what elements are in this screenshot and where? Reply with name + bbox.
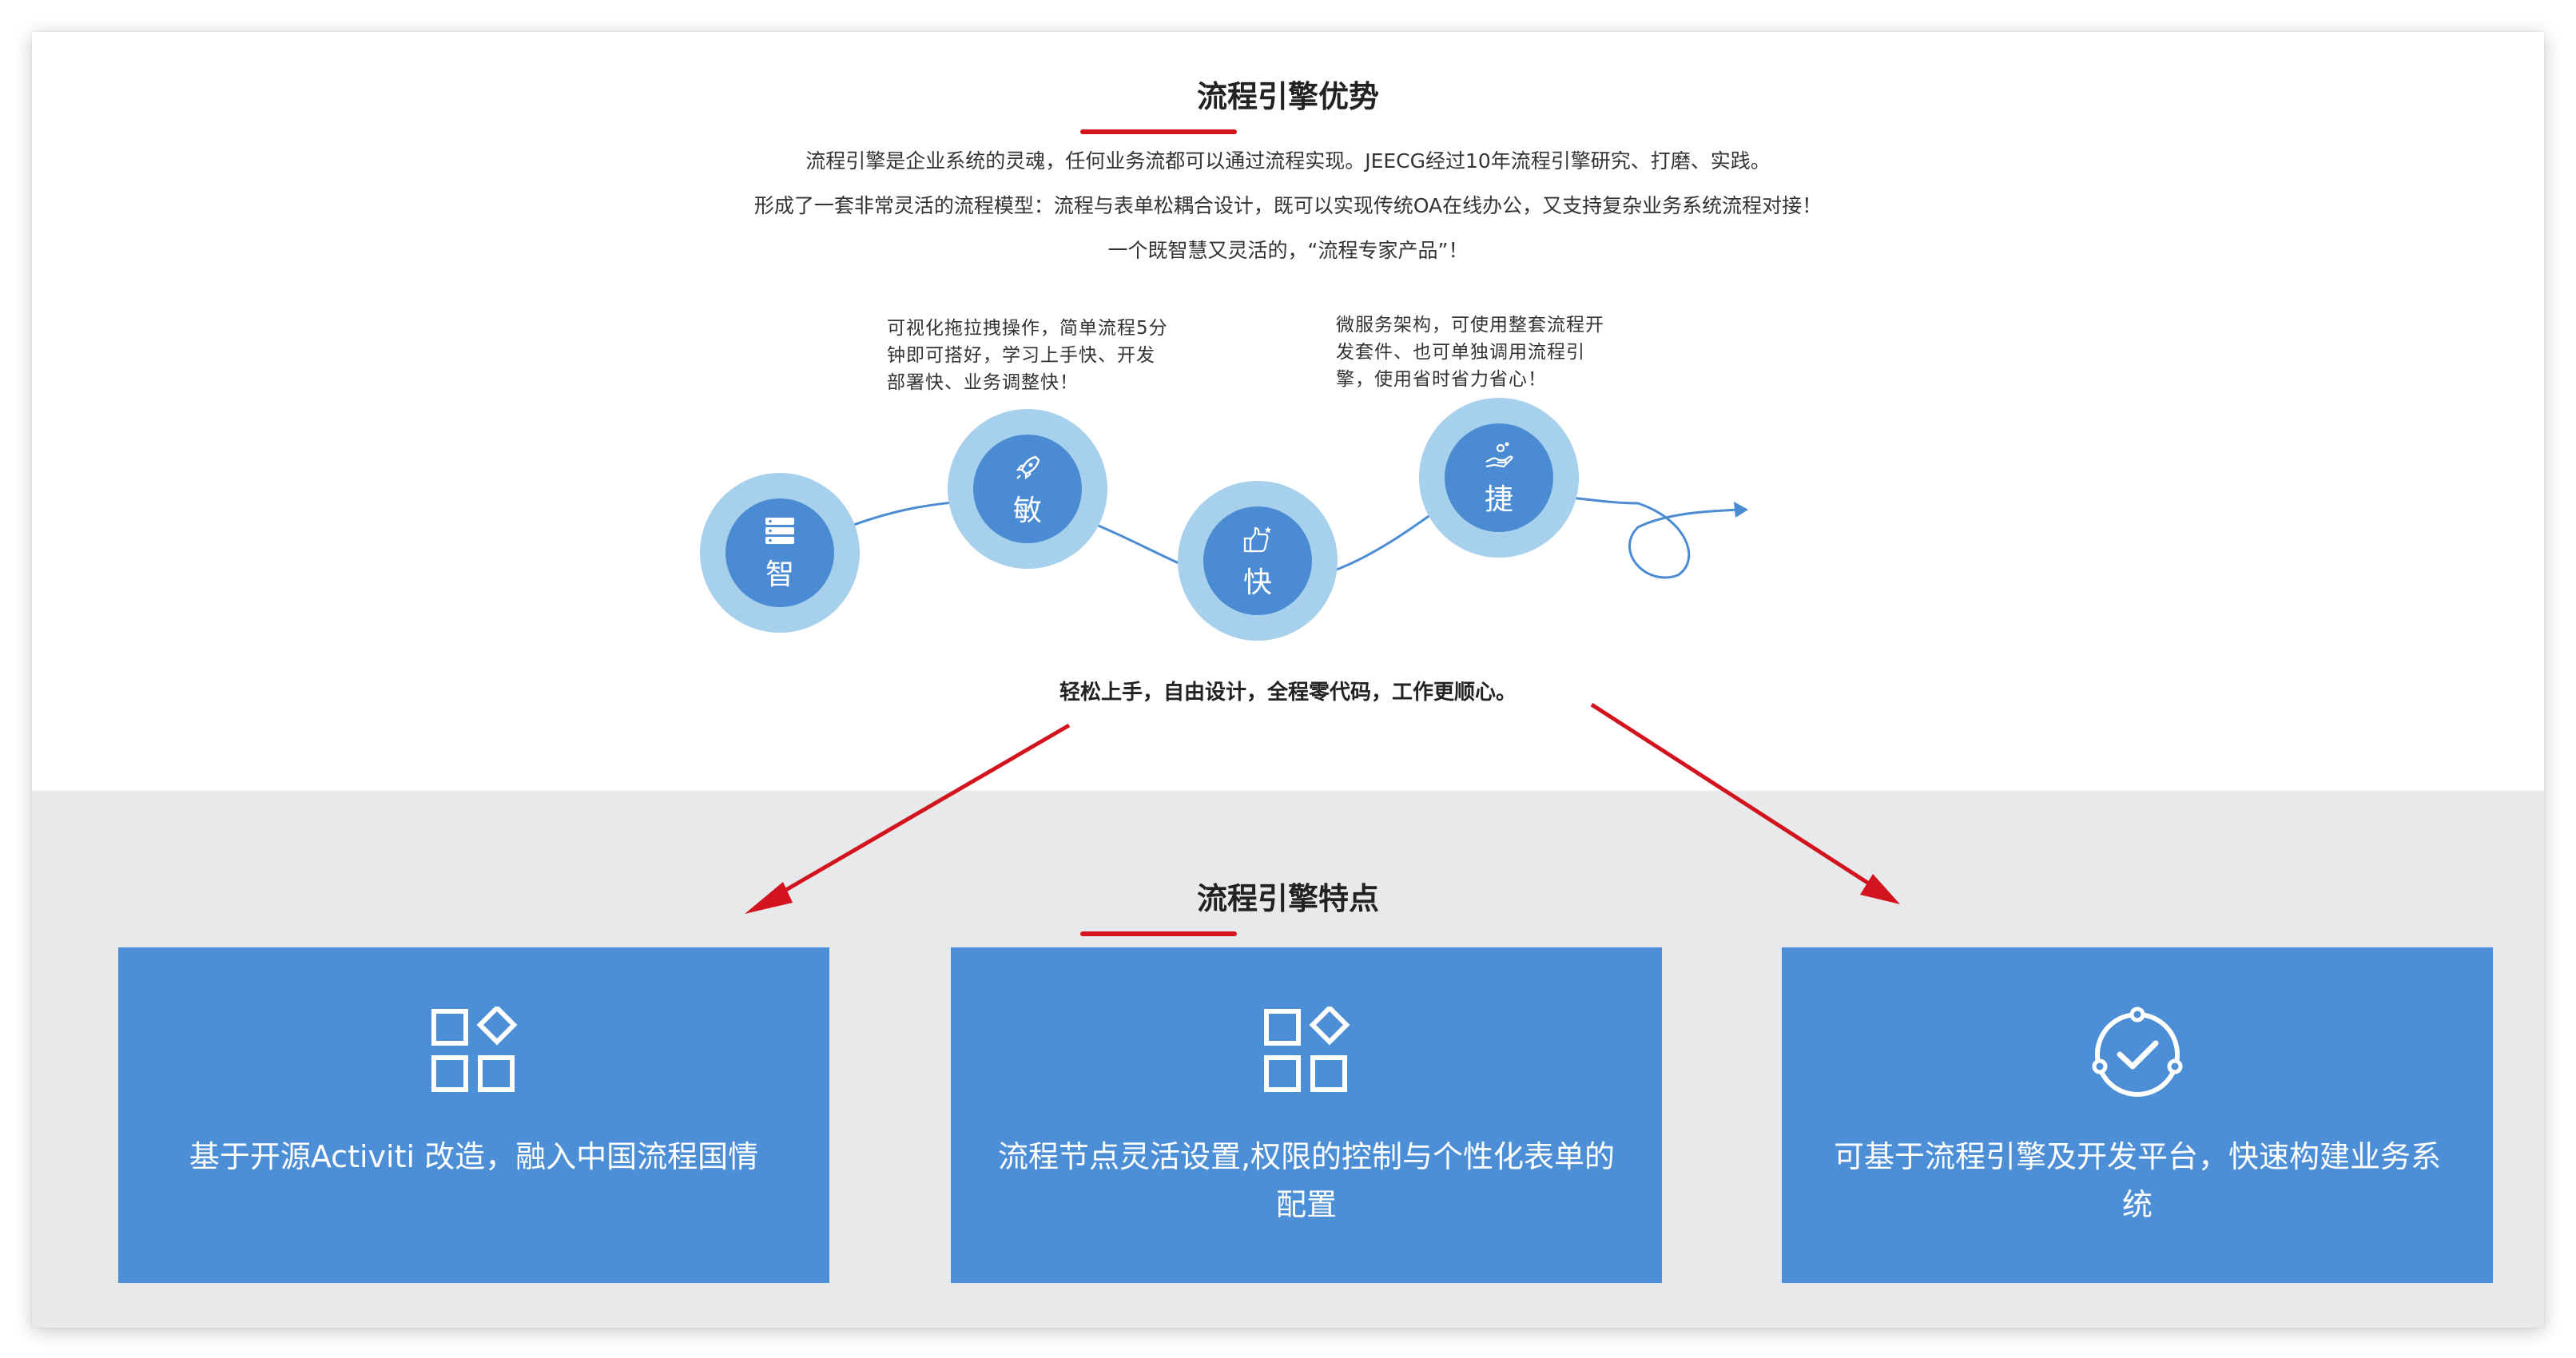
feature-text: 流程节点灵活设置,权限的控制与个性化表单的配置 [997, 1139, 1616, 1222]
title-underline [1080, 931, 1237, 936]
node-label: 智 [765, 558, 794, 591]
node-label: 快 [1242, 566, 1272, 599]
node-label: 捷 [1484, 483, 1513, 516]
feature-card-1: 基于开源Activiti 改造，融入中国流程国情 [118, 947, 829, 1283]
advantages-section: 流程引擎优势 流程引擎是企业系统的灵魂，任何业务流都可以通过流程实现。JEECG… [32, 32, 2544, 791]
feature-text: 基于开源Activiti 改造，融入中国流程国情 [189, 1139, 759, 1174]
desc-line-2: 形成了一套非常灵活的流程模型：流程与表单松耦合设计，既可以实现传统OA在线办公，… [753, 194, 1823, 217]
apps-grid-icon [1264, 1007, 1350, 1092]
apps-grid-icon [431, 1007, 518, 1092]
desc-line-3: 一个既智慧又灵活的，“流程专家产品”！ [1107, 239, 1469, 262]
feature-card-3: 可基于流程引擎及开发平台，快速构建业务系统 [1782, 947, 2493, 1283]
node-convenient: 捷 [1419, 398, 1579, 558]
hand-coins-icon [1485, 442, 1513, 468]
node-label: 敏 [1012, 494, 1042, 527]
rocket-icon [1016, 455, 1040, 480]
node-fast: 快 [1178, 481, 1338, 641]
note-agile: 可视化拖拉拽操作，简单流程5分 钟即可搭好，学习上手快、开发 部署快、业务调整快… [887, 318, 1168, 393]
server-icon [765, 518, 794, 544]
features-title: 流程引擎特点 [1196, 881, 1379, 916]
thumbs-up-icon [1243, 526, 1272, 553]
arrowhead-icon [1734, 502, 1748, 518]
desc-line-1: 流程引擎是企业系统的灵魂，任何业务流都可以通过流程实现。JEECG经过10年流程… [805, 149, 1771, 173]
node-agile: 敏 [948, 409, 1107, 569]
node-smart: 智 [700, 473, 860, 633]
feature-text: 可基于流程引擎及开发平台，快速构建业务系统 [1833, 1139, 2441, 1222]
check-circle-icon [2092, 1007, 2183, 1097]
note-convenient: 微服务架构，可使用整套流程开 发套件、也可单独调用流程引 擎，使用省时省力省心！ [1336, 315, 1604, 390]
title-underline [1080, 129, 1237, 134]
tagline: 轻松上手，自由设计，全程零代码，工作更顺心。 [1059, 681, 1517, 705]
feature-card-2: 流程节点灵活设置,权限的控制与个性化表单的配置 [951, 947, 1662, 1283]
content-card: 流程引擎优势 流程引擎是企业系统的灵魂，任何业务流都可以通过流程实现。JEECG… [32, 32, 2544, 1328]
advantages-title: 流程引擎优势 [1196, 79, 1379, 114]
